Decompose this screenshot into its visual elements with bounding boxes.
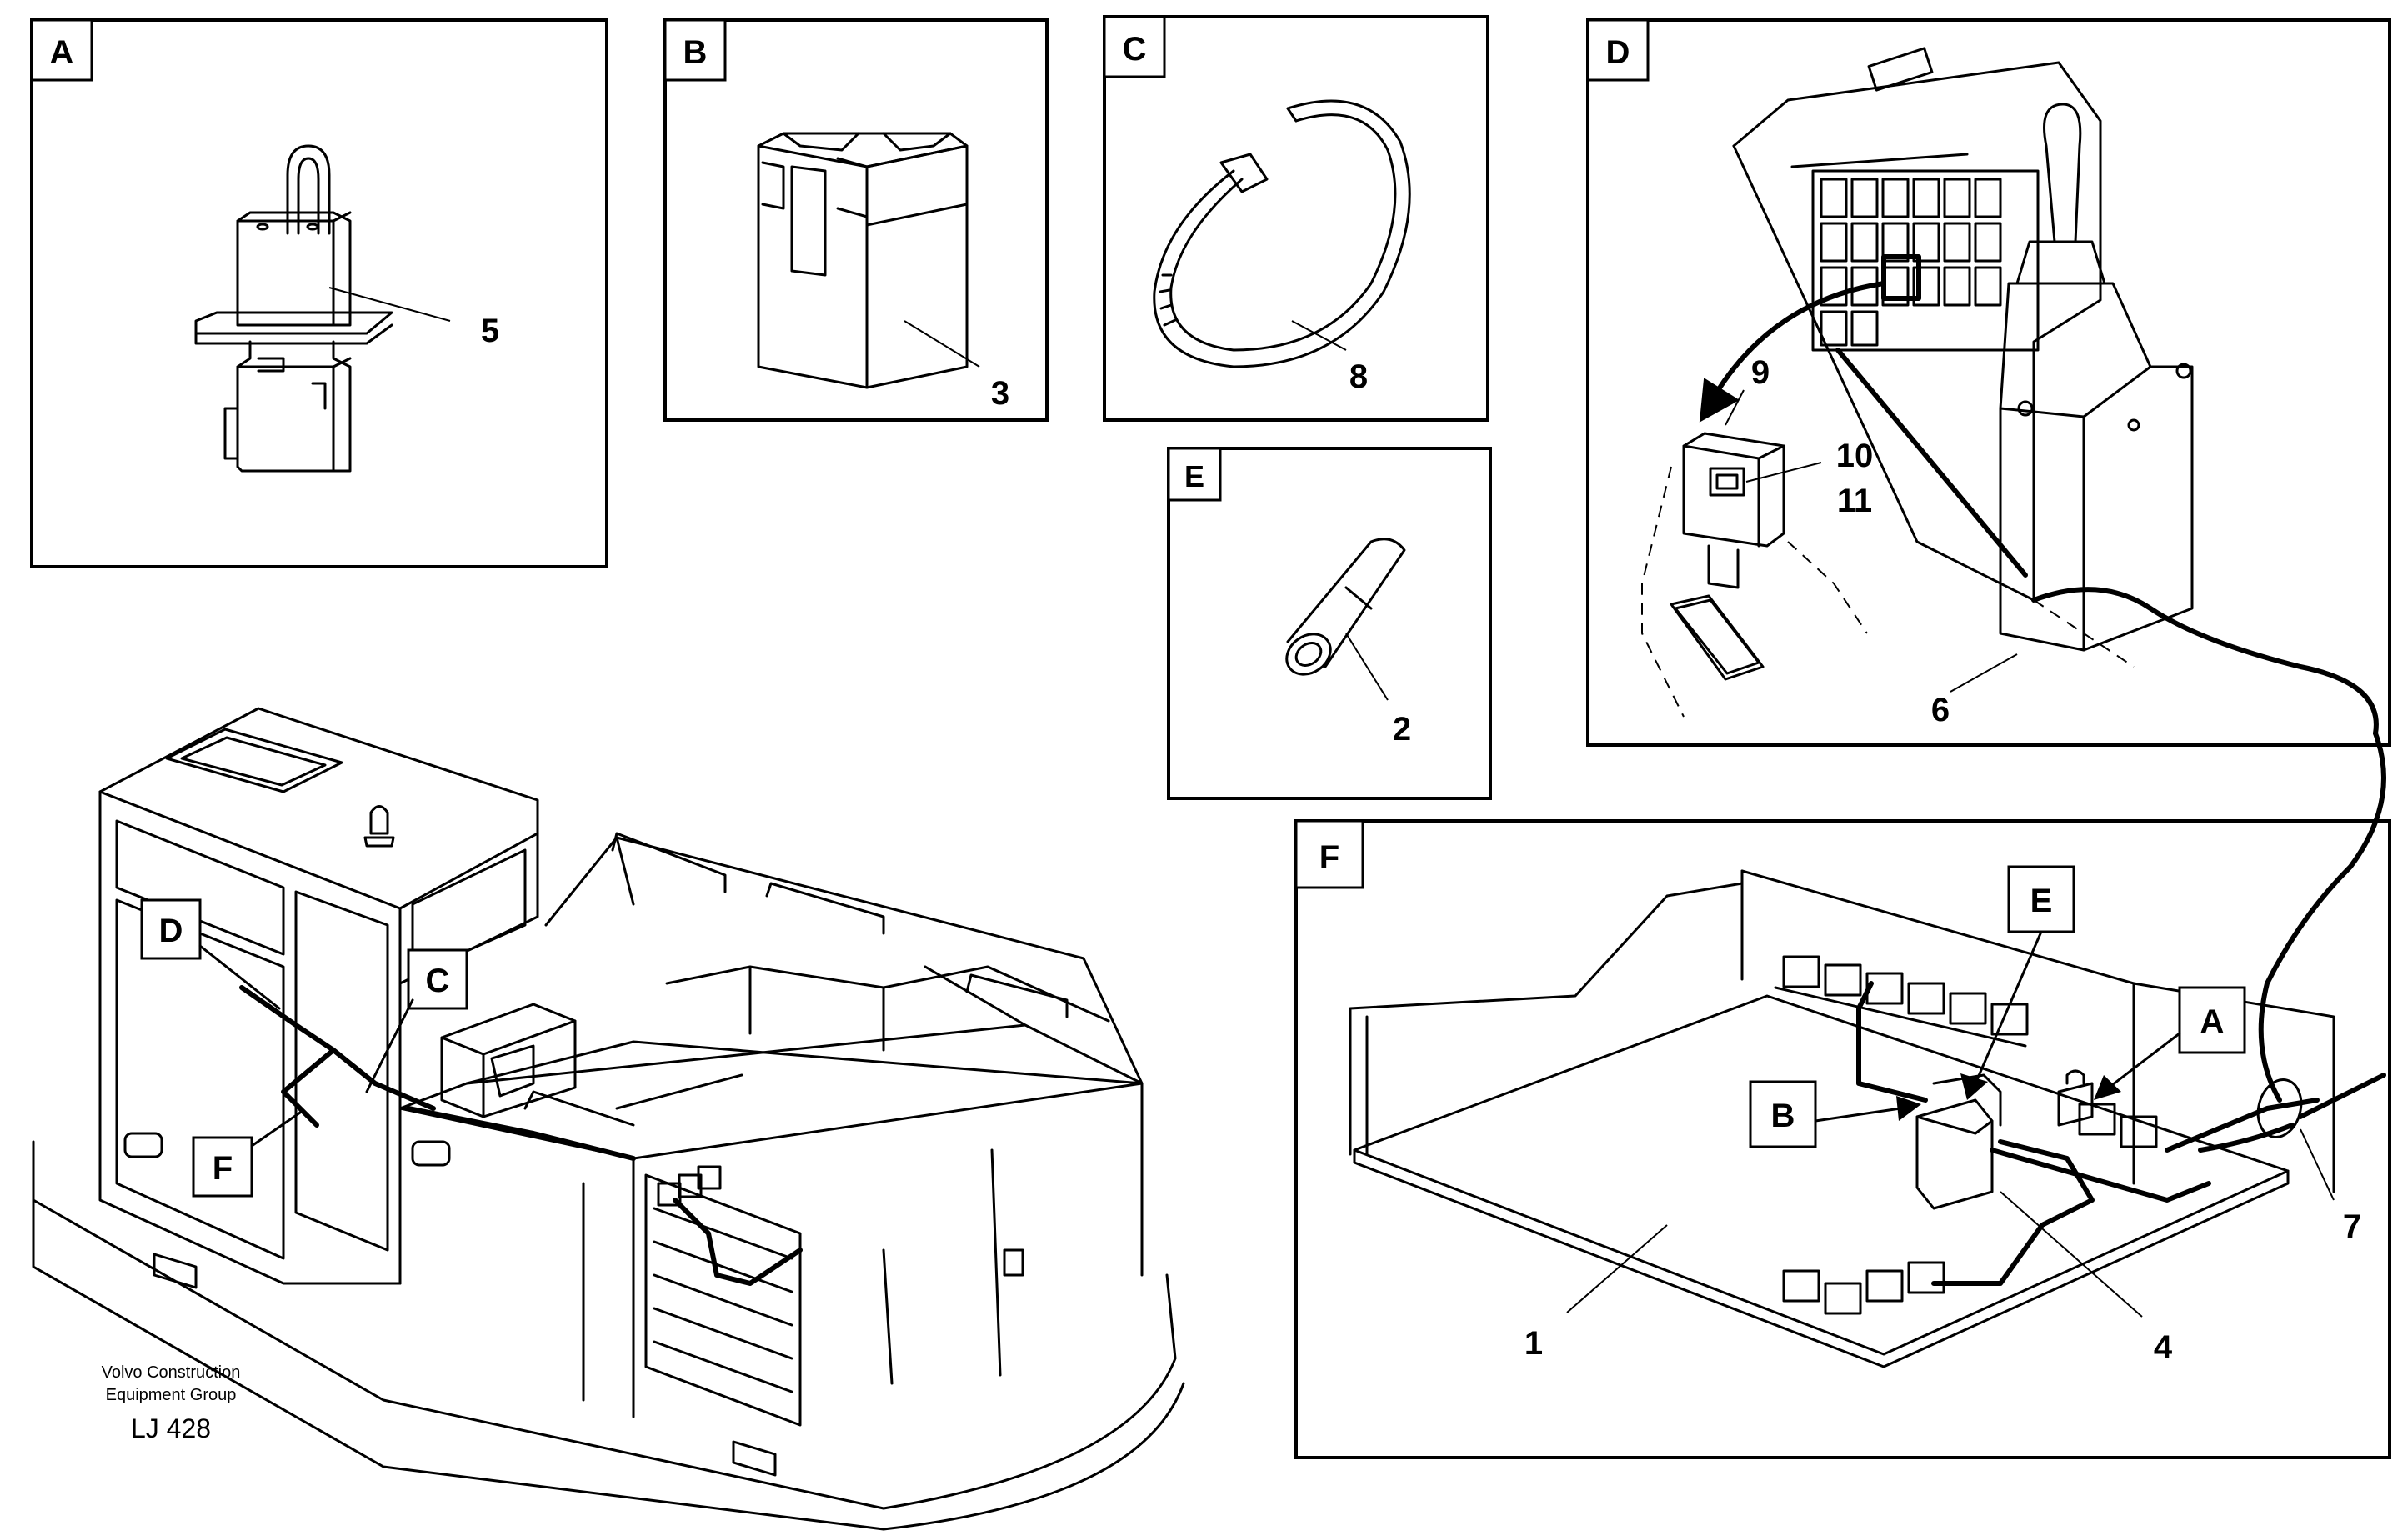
callout-4: 4 xyxy=(2154,1329,2173,1366)
leader-5 xyxy=(328,287,451,322)
leader-10 xyxy=(1745,462,1822,483)
joystick xyxy=(1999,103,2194,652)
caption-company-line1: Volvo Construction xyxy=(102,1363,241,1382)
panel-c: C 8 xyxy=(1103,15,1489,422)
panel-c-frame xyxy=(1103,15,1489,422)
panel-d: D xyxy=(1586,18,2391,747)
panel-f-frame xyxy=(1294,819,2391,1459)
panel-b-letter: B xyxy=(683,34,708,71)
leader-9 xyxy=(1725,389,1745,426)
panel-c-letter-box xyxy=(1103,15,1166,78)
callout-6: 6 xyxy=(1931,692,1950,728)
machine-tag-d: D xyxy=(159,913,183,949)
machine-tag-f: F xyxy=(213,1150,233,1187)
callout-10: 10 xyxy=(1836,438,1874,474)
panel-f-tag-a: A xyxy=(2200,1003,2225,1040)
callout-2: 2 xyxy=(1393,711,1411,748)
panel-f-tag-b-box xyxy=(1749,1080,1817,1148)
caption-code: LJ 428 xyxy=(131,1413,211,1443)
callout-8: 8 xyxy=(1349,358,1368,395)
panel-f-letter: F xyxy=(1319,839,1339,876)
leader-4 xyxy=(2000,1191,2143,1318)
panel-f-letter-box xyxy=(1294,819,1364,889)
panel-b-letter-box xyxy=(663,18,727,82)
switch-grid xyxy=(1811,169,2040,352)
leader-3 xyxy=(904,320,980,368)
control-console-drawing xyxy=(1641,47,2379,736)
panel-d-letter-box xyxy=(1586,18,1650,82)
cable-tie-drawing xyxy=(1153,99,1411,368)
panel-f-tag-a-box xyxy=(2178,986,2246,1054)
panel-b-frame xyxy=(663,18,1049,422)
caption-company-line2: Equipment Group xyxy=(106,1386,237,1404)
panel-b: B 3 xyxy=(663,18,1049,422)
leader-8 xyxy=(1291,320,1347,351)
callout-3: 3 xyxy=(991,375,1009,412)
panel-d-letter: D xyxy=(1606,34,1630,71)
panel-f-tag-b: B xyxy=(1771,1098,1795,1134)
machine-tag-f-box xyxy=(192,1136,253,1198)
excavator-upper-structure-drawing xyxy=(32,707,1185,1531)
panel-e-letter-box xyxy=(1167,447,1222,502)
machine-tag-d-box xyxy=(140,898,202,960)
relay-switch-drawing xyxy=(194,144,393,473)
machine-overview: D C F xyxy=(32,707,1185,1531)
caption: Volvo Construction Equipment Group LJ 42… xyxy=(102,1363,241,1443)
leader-7 xyxy=(2300,1128,2335,1201)
callout-7: 7 xyxy=(2343,1208,2361,1245)
panel-e-letter: E xyxy=(1184,459,1204,493)
callout-11: 11 xyxy=(1837,483,1872,519)
leader-2 xyxy=(1345,633,1389,701)
callout-5: 5 xyxy=(481,313,499,349)
panel-f-tag-e: E xyxy=(2030,883,2053,919)
panel-c-letter: C xyxy=(1123,31,1147,68)
cover-drawing xyxy=(757,132,969,389)
removed-switch xyxy=(1682,432,1785,589)
leader-1 xyxy=(1566,1224,1668,1313)
leader-6 xyxy=(1950,653,2018,693)
panel-a-frame xyxy=(30,18,608,568)
panel-a-letter-box xyxy=(30,18,93,82)
machine-tag-c-box xyxy=(407,948,468,1010)
panel-a: A 5 xyxy=(30,18,608,568)
panel-a-letter: A xyxy=(50,34,74,71)
panel-e: E 2 xyxy=(1167,447,1492,800)
callout-1: 1 xyxy=(1524,1325,1543,1362)
machine-tag-c: C xyxy=(426,963,450,999)
panel-e-frame xyxy=(1167,447,1492,800)
callout-9: 9 xyxy=(1751,354,1770,391)
sleeve-drawing xyxy=(1285,538,1406,676)
panel-f: F xyxy=(1294,731,2391,1459)
